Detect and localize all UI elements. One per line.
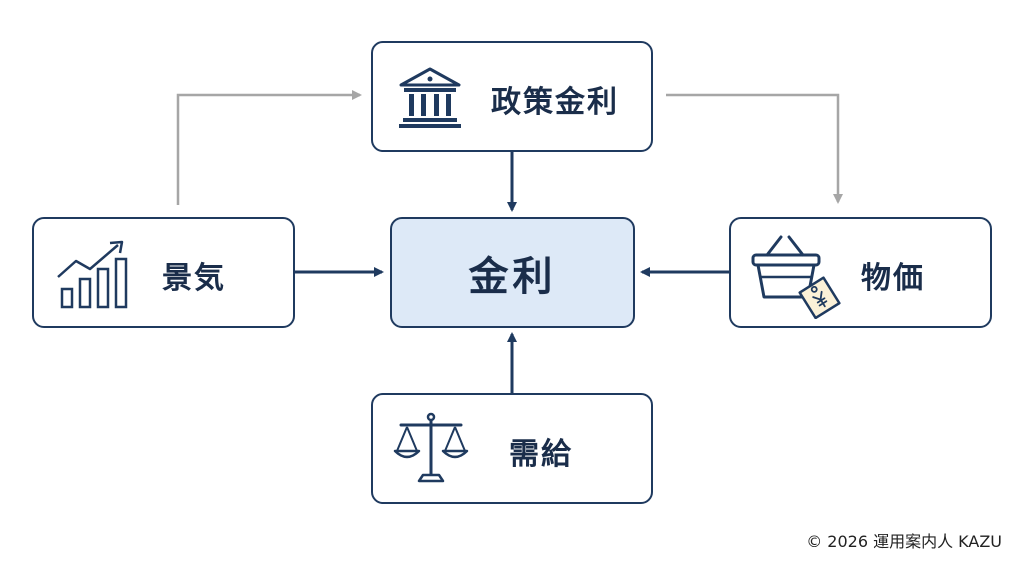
arrow-economy-to-policy — [176, 90, 362, 205]
node-economy: 景気 — [32, 217, 295, 328]
policy-rate-label: 政策金利 — [491, 85, 619, 120]
shopping-basket-yen-tag-icon — [751, 235, 841, 319]
arrow-policy-to-prices — [666, 93, 843, 204]
bank-building-icon — [399, 67, 461, 128]
node-supply-demand: 需給 — [371, 393, 653, 504]
node-interest-rate: 金利 — [390, 217, 635, 328]
supply-demand-label: 需給 — [509, 437, 573, 472]
rising-bar-chart-icon — [57, 240, 128, 309]
interest-rate-label: 金利 — [468, 253, 557, 300]
balance-scale-icon — [393, 412, 469, 483]
economy-label: 景気 — [162, 261, 226, 296]
copyright-text: © 2026 運用案内人 KAZU — [806, 532, 1002, 551]
node-policy-rate: 政策金利 — [371, 41, 653, 152]
prices-label: 物価 — [861, 261, 925, 296]
node-prices: 物価 — [729, 217, 992, 328]
